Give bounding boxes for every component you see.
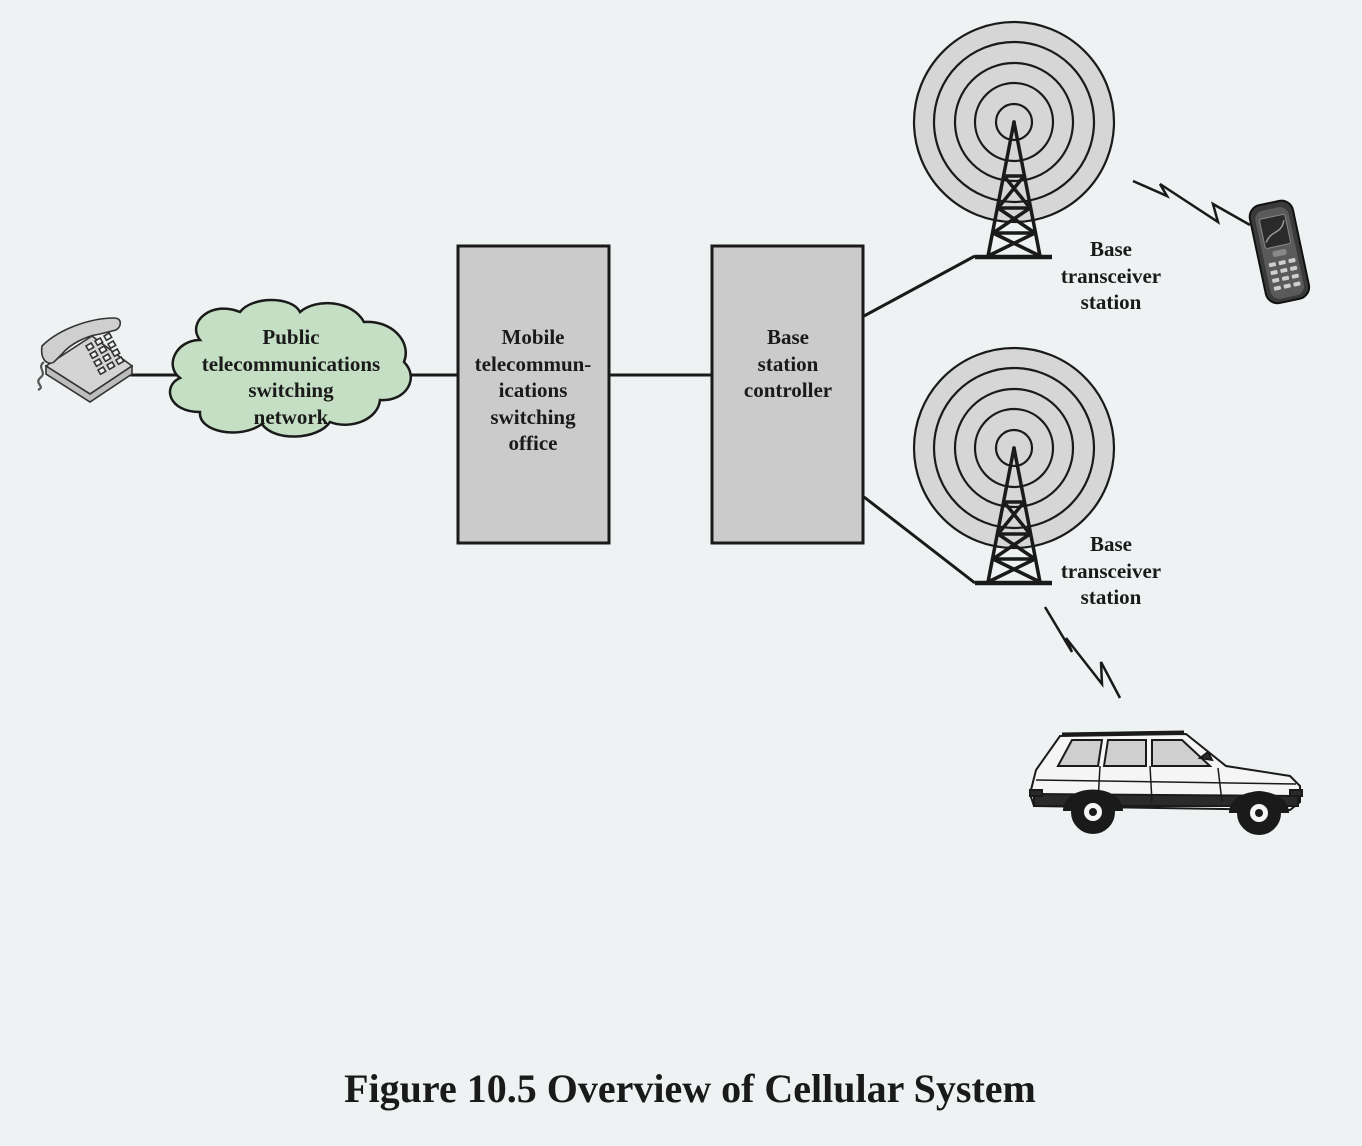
mtso-rect: [456, 244, 611, 545]
car-icon: [1028, 730, 1303, 835]
radio-link-icon: [1132, 179, 1251, 227]
mtso-label-line-5: office: [509, 431, 558, 455]
bts-top-label-line-2: transceiver: [1061, 264, 1161, 288]
link-bsc-to-bts-top: [863, 254, 976, 318]
bsc-box: Base station controller: [710, 244, 865, 545]
public-network-cloud: Public telecommunications switching netw…: [168, 298, 412, 438]
bts-bottom-label-line-2: transceiver: [1061, 559, 1161, 583]
mtso-label-line-2: telecommun-: [475, 352, 592, 376]
bts-top-label-line-3: station: [1081, 290, 1142, 314]
bts-bottom-label-line-3: station: [1081, 585, 1142, 609]
radio-link-icon: [1043, 606, 1122, 699]
bts-bottom: Base transceiver station: [912, 346, 1161, 609]
antenna-tower-icon: [912, 20, 1116, 260]
bts-top-label-line-1: Base: [1090, 237, 1132, 261]
mtso-label-line-3: ications: [499, 378, 568, 402]
telephone-icon: [37, 317, 134, 403]
cloud-label-line-3: switching: [248, 378, 334, 402]
cloud-label-line-2: telecommunications: [202, 352, 380, 376]
cloud-shape: [168, 298, 412, 438]
bsc-rect: [710, 244, 865, 545]
link-bsc-to-bts-bottom: [863, 495, 976, 585]
bsc-label-line-3: controller: [744, 378, 832, 402]
antenna-tower-icon: [912, 346, 1116, 586]
bts-top: Base transceiver station: [912, 20, 1161, 314]
mtso-label-line-4: switching: [490, 405, 576, 429]
mobile-phone-icon: [1248, 199, 1311, 305]
bsc-label-line-2: station: [758, 352, 819, 376]
connection-lines: [128, 254, 976, 585]
mtso-label-line-1: Mobile: [502, 325, 565, 349]
cloud-label-line-1: Public: [262, 325, 319, 349]
tower-lattice: [986, 120, 1042, 258]
cloud-label-line-4: network: [254, 405, 329, 429]
mtso-box: Mobile telecommun- ications switching of…: [456, 244, 611, 545]
bsc-label-line-1: Base: [767, 325, 809, 349]
bts-bottom-label-line-1: Base: [1090, 532, 1132, 556]
tower-lattice: [986, 446, 1042, 584]
figure-caption: Figure 10.5 Overview of Cellular System: [344, 1066, 1036, 1111]
